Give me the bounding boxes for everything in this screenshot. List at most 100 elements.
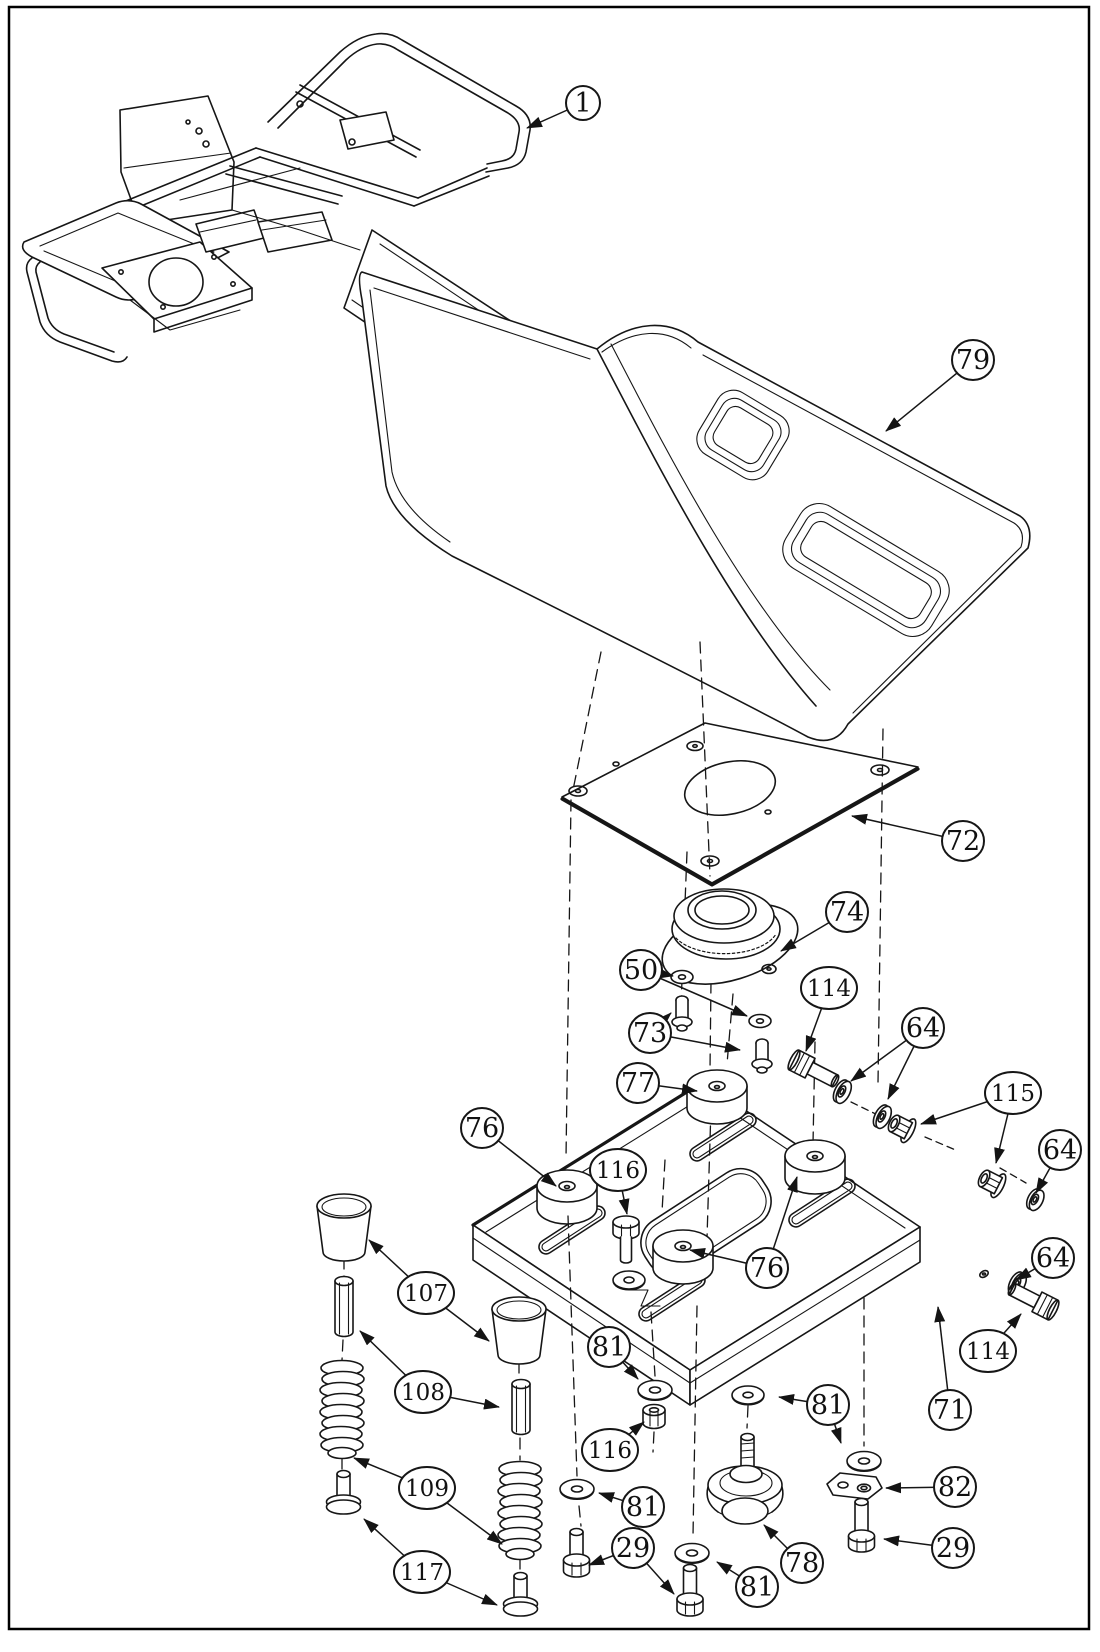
- alignment-dashes-upper: [565, 641, 1027, 1184]
- upper-hardware: [670, 969, 1045, 1212]
- callout-bubble: [1031, 1237, 1075, 1279]
- hand-knob-78: [706, 1432, 784, 1525]
- callout-77: 77: [616, 1062, 698, 1104]
- callout-81: 81: [716, 1561, 779, 1608]
- callout-number: 78: [785, 1548, 819, 1579]
- hex-bolt-114-a: [787, 1049, 840, 1088]
- callout-bubble: [806, 1384, 850, 1426]
- callout-number: 114: [966, 1339, 1010, 1365]
- callout-number: 116: [596, 1158, 640, 1184]
- callout-bubble: [398, 1466, 456, 1510]
- callout-64: 64: [1015, 1237, 1075, 1281]
- standoff-108-left: [334, 1275, 354, 1338]
- callout-bubble: [931, 1527, 975, 1569]
- callout-bubble: [825, 891, 869, 933]
- mounting-plate: [560, 722, 920, 887]
- callout-29: 29: [588, 1527, 675, 1595]
- cup-washer-64-c: [1025, 1188, 1045, 1212]
- washer-81-d: [731, 1385, 765, 1406]
- callout-bubble: [394, 1370, 452, 1414]
- callout-bubble: [393, 1550, 451, 1594]
- seat-cushion: [358, 271, 1031, 742]
- rubber-bumper-76-upper-right: [784, 1139, 846, 1195]
- alignment-dashes-on-pan: [661, 1107, 712, 1239]
- hex-bolt-29-right: [847, 1497, 876, 1553]
- callout-117: 117: [363, 1518, 498, 1606]
- callout-number: 109: [405, 1476, 449, 1502]
- callout-bubble: [621, 1486, 665, 1528]
- strap-bracket-82: [826, 1472, 883, 1500]
- callout-bubble: [735, 1566, 779, 1608]
- callout-bubble: [589, 1148, 647, 1192]
- washer-116-upper: [612, 1270, 646, 1291]
- callout-bubble: [619, 949, 663, 991]
- callout-bubble: [780, 1542, 824, 1584]
- callout-bubble: [984, 1071, 1042, 1115]
- callout-number: 81: [811, 1390, 845, 1421]
- callout-number: 76: [465, 1113, 499, 1144]
- callout-number: 50: [624, 955, 658, 986]
- callout-bubble: [397, 1271, 455, 1315]
- callout-bubble: [587, 1326, 631, 1368]
- callout-114: 114: [800, 966, 858, 1052]
- callout-bubble: [901, 1007, 945, 1049]
- hex-nut-116-lower: [642, 1403, 666, 1430]
- lower-hardware: [559, 1271, 1060, 1617]
- figure-border: [7, 5, 1091, 1631]
- shoulder-pin-117-right: [502, 1571, 539, 1617]
- swivel-bearing: [661, 888, 799, 985]
- pan-bumpers: [536, 1069, 846, 1291]
- callout-number: 64: [906, 1013, 940, 1044]
- cone-bumper-107-left: [316, 1193, 372, 1262]
- callout-79: 79: [885, 339, 995, 432]
- callout-number: 79: [956, 345, 990, 376]
- callout-50: 50: [619, 949, 748, 1017]
- callout-64: 64: [1035, 1129, 1082, 1194]
- washer-50-b: [748, 1013, 772, 1029]
- callout-81: 81: [587, 1326, 639, 1380]
- callout-109: 109: [353, 1457, 503, 1545]
- callout-72: 72: [851, 813, 985, 862]
- callout-107: 107: [368, 1239, 490, 1342]
- washer-81-a: [637, 1379, 673, 1402]
- callout-29: 29: [883, 1527, 975, 1569]
- callout-number: 117: [400, 1560, 444, 1586]
- callout-76: 76: [689, 1176, 798, 1289]
- callout-bubble: [745, 1247, 789, 1289]
- callout-number: 72: [946, 826, 980, 857]
- callout-76: 76: [460, 1107, 557, 1187]
- callout-number: 81: [740, 1572, 774, 1603]
- callout-78: 78: [763, 1524, 824, 1584]
- callout-layer: 1797274507311464115647677116761071081091…: [353, 85, 1082, 1608]
- callout-81: 81: [778, 1384, 850, 1444]
- callout-bubble: [460, 1107, 504, 1149]
- callout-number: 77: [621, 1068, 655, 1099]
- callout-number: 116: [588, 1438, 632, 1464]
- callout-116: 116: [581, 1421, 645, 1472]
- callout-71: 71: [928, 1306, 972, 1431]
- callout-number: 115: [991, 1081, 1035, 1107]
- hex-bolt-114-b: [1007, 1282, 1060, 1321]
- callout-74: 74: [780, 891, 869, 952]
- callout-number: 64: [1043, 1135, 1077, 1166]
- rubber-bumper-77: [686, 1069, 748, 1125]
- callout-64: 64: [850, 1007, 945, 1100]
- flange-locknut-115-b: [977, 1169, 1007, 1199]
- callout-bubble: [1038, 1129, 1082, 1171]
- callout-bubble: [611, 1527, 655, 1569]
- alignment-dashes-lower: [341, 1215, 865, 1573]
- shoulder-pin-117-left: [325, 1469, 362, 1515]
- spring-109-left: [319, 1359, 365, 1460]
- callout-bubble: [565, 85, 601, 121]
- callout-115: 115: [920, 1071, 1042, 1164]
- shoulder-screw-73-a: [671, 995, 693, 1032]
- callout-116: 116: [589, 1148, 647, 1215]
- hex-bolt-116-upper: [612, 1215, 640, 1264]
- callout-bubble: [928, 1389, 972, 1431]
- washer-81-e: [846, 1450, 882, 1473]
- callout-bubble: [616, 1062, 660, 1104]
- washer-50-a: [670, 969, 694, 985]
- callout-number: 114: [807, 976, 851, 1002]
- callout-number: 82: [938, 1472, 972, 1503]
- callout-number: 108: [401, 1380, 445, 1406]
